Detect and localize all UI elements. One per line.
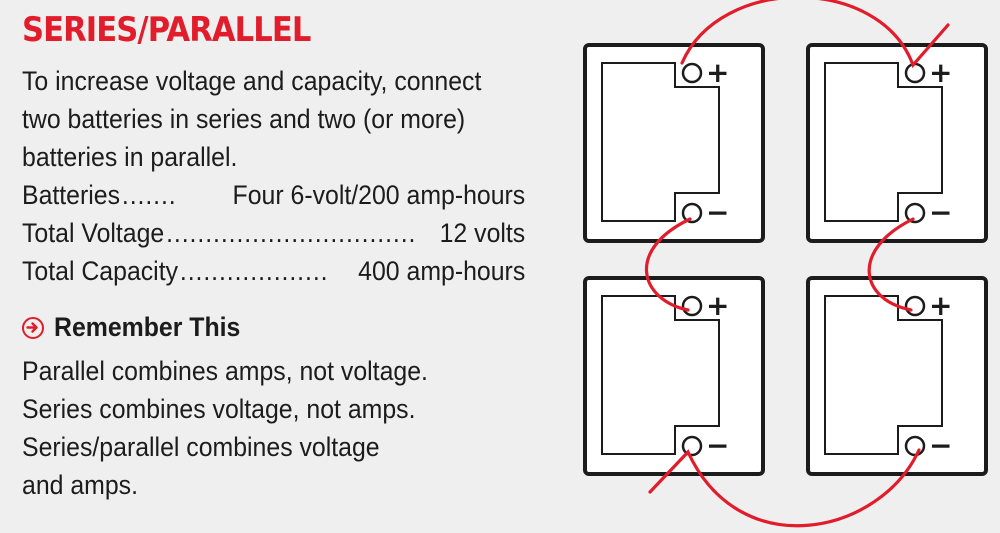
intro-text: To increase voltage and capacity, connec… [22,62,500,176]
positive-symbol: + [706,289,729,322]
remember-line: Series/parallel combines voltage [22,432,380,462]
battery-cell-outline [601,62,720,222]
battery-bottom-left: +− [583,276,765,476]
battery-cell-outline [824,295,943,455]
spec-label: Total Voltage [22,218,165,248]
spec-value: Four 6-volt/200 amp-hours [232,180,526,210]
battery-cell-outline [601,295,720,455]
wire-bottom-parallel [648,448,921,528]
page-title: SERIES/PARALLEL [22,10,311,50]
wire-top-parallel [680,0,950,69]
negative-symbol: − [929,196,952,229]
spec-value: 12 volts [439,218,526,248]
remember-heading: Remember This [22,312,257,343]
spec-leader-dots: ................... [179,256,329,286]
intro-line: two batteries in series and two (or more… [22,104,466,134]
negative-symbol: − [706,196,729,229]
negative-symbol: − [929,429,952,462]
remember-title: Remember This [54,312,241,342]
spec-leader-dots: ................................ [166,218,417,248]
negative-terminal [681,202,703,224]
arrow-circle-icon [22,316,44,339]
positive-terminal [681,295,703,317]
intro-line: batteries in parallel. [22,142,238,172]
spec-label: Batteries [22,180,121,210]
positive-symbol: + [929,56,952,89]
wire-left-series [645,217,692,312]
battery-top-left: +− [583,43,765,243]
negative-symbol: − [706,429,729,462]
positive-terminal [904,295,926,317]
wire-right-series [867,217,915,312]
remember-line: Parallel combines amps, not voltage. [22,356,428,386]
spec-row-batteries: Batteries ....... Four 6-volt/200 amp-ho… [22,176,525,214]
positive-terminal [904,62,926,84]
spec-list: Batteries ....... Four 6-volt/200 amp-ho… [22,176,537,290]
remember-line: Series combines voltage, not amps. [22,394,416,424]
negative-terminal [904,202,926,224]
negative-terminal [904,435,926,457]
spec-leader-dots: ....... [121,180,177,210]
remember-line: and amps. [22,470,138,500]
spec-row-total-capacity: Total Capacity ................... 400 a… [22,252,525,290]
battery-cell-outline [824,62,943,222]
spec-row-total-voltage: Total Voltage ..........................… [22,214,525,252]
spec-value: 400 amp-hours [358,256,526,286]
positive-symbol: + [929,289,952,322]
wire-group [645,0,950,528]
battery-group: +−+−+−+− [583,43,988,476]
spec-label: Total Capacity [22,256,179,286]
battery-top-right: +− [806,43,988,243]
positive-symbol: + [706,56,729,89]
remember-text: Parallel combines amps, not voltage. Ser… [22,352,500,504]
battery-bottom-right: +− [806,276,988,476]
intro-line: To increase voltage and capacity, connec… [22,66,482,96]
positive-terminal [681,62,703,84]
